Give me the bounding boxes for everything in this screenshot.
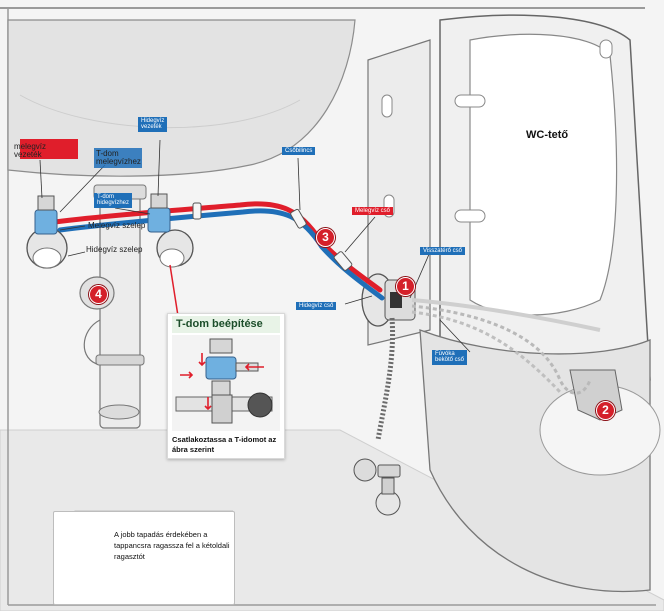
- marker-4: 4: [89, 285, 108, 304]
- label-nozzle-connector: Fúvóka bekötő cső: [432, 350, 468, 365]
- label-cold-pipe: Hidegvíz vezeték: [138, 117, 168, 132]
- marker-2: 2: [596, 401, 615, 420]
- label-braided-hose: Csőbilincs: [282, 147, 316, 156]
- braided-hose: [375, 317, 395, 441]
- t-fitting-illustration: [172, 335, 280, 431]
- adhesive-note-box: A jobb tapadás érdekében a tappancsra ra…: [53, 511, 235, 605]
- label-hot-hose: Melegvíz cső: [352, 207, 394, 216]
- toilet-rear-panel: [367, 39, 431, 346]
- marker-1: 1: [396, 277, 415, 296]
- inset-caption: Csatlakoztassa a T-idomot az ábra szerin…: [172, 435, 277, 454]
- label-t-cold: T-dom hidegvízhez: [94, 193, 133, 208]
- t-fitting-inset: T-dom beépítése Csatlakoztassa a T-idomo…: [167, 313, 285, 459]
- sink-basin: [7, 19, 356, 177]
- label-hot-pipe: melegvíz vezeték: [14, 139, 78, 160]
- inset-title: T-dom beépítése: [172, 316, 280, 333]
- label-cold-hose: Hidegvíz cső: [296, 302, 337, 311]
- label-hot-valve: Melegvíz szelep: [88, 221, 146, 230]
- label-drain-hose: Visszatérő cső: [420, 247, 465, 256]
- marker-3: 3: [316, 228, 335, 247]
- drain-tube: [411, 298, 601, 332]
- label-wc-lid: WC-tető: [526, 129, 569, 141]
- adhesive-note-text: A jobb tapadás érdekében a tappancsra ra…: [114, 530, 230, 561]
- label-t-hot: T-dom melegvízhez: [94, 148, 142, 168]
- label-cold-valve: Hidegvíz szelep: [86, 245, 143, 254]
